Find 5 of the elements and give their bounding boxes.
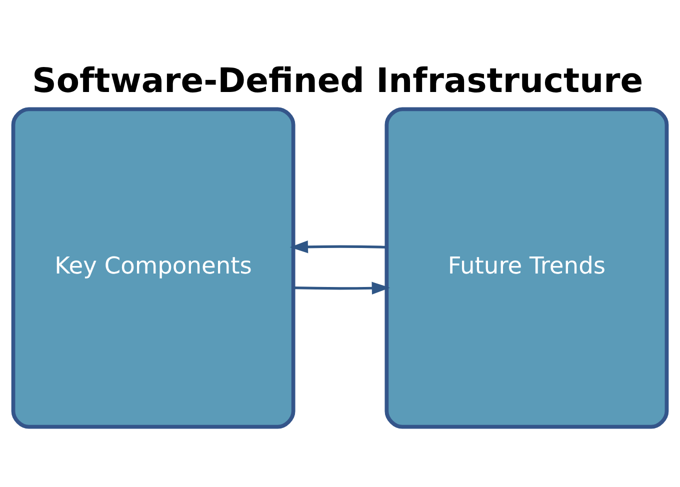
arrow [294,281,390,294]
arrow [290,240,386,253]
diagram-title: Software-Defined Infrastructure [32,60,644,100]
node-box: Key Components [11,106,296,428]
node-box: Future Trends [384,106,669,428]
